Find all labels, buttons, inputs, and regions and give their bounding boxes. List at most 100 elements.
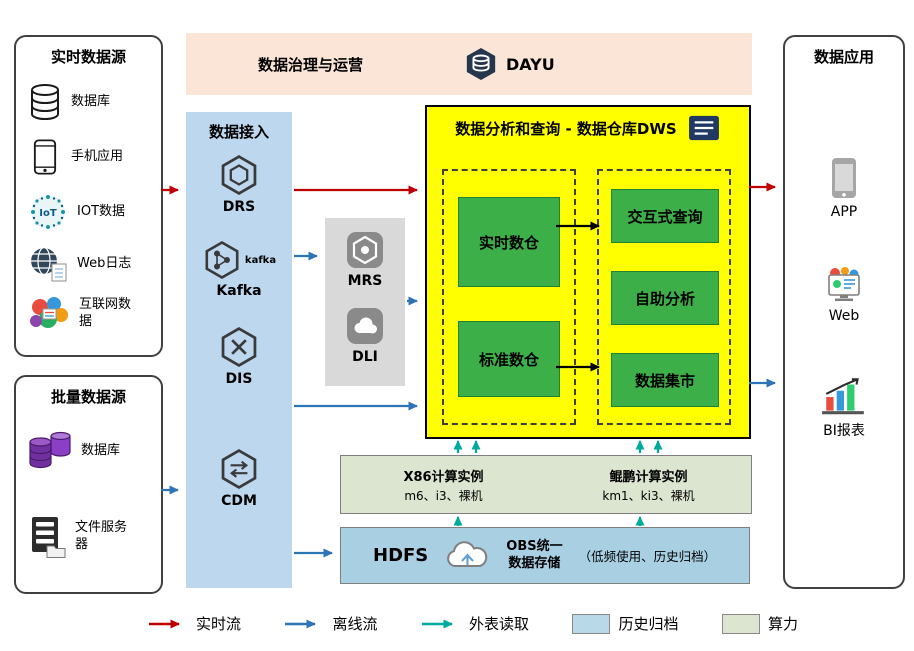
history-archive-swatch xyxy=(572,613,611,634)
dws-title: 数据分析和查询 - 数据仓库DWS xyxy=(455,119,677,138)
file-server-icon xyxy=(28,515,66,559)
compute-bar: X86计算实例 m6、i3、裸机 鲲鹏计算实例 km1、ki3、裸机 xyxy=(340,455,752,514)
realtime-sources-panel: 实时数据源 数据库 手机应用 IoT IOT数据 Web日志 xyxy=(14,35,163,357)
legend-item-realtime: 实时流 xyxy=(148,613,241,634)
governance-bar: 数据治理与运营 DAYU xyxy=(186,33,752,95)
source-item-label: 文件服务器 xyxy=(75,520,128,552)
source-item-database: 数据库 xyxy=(28,80,154,124)
drs-icon xyxy=(218,154,260,196)
dws-analysis-group: 交互式查询 自助分析 数据集市 xyxy=(597,169,731,425)
module-label: 数据集市 xyxy=(634,371,695,390)
bi-chart-icon xyxy=(820,375,868,417)
web-browser-icon xyxy=(820,265,868,305)
compute-x86-title: X86计算实例 xyxy=(403,469,484,485)
applications-panel: 数据应用 APP Web BI报表 xyxy=(783,35,905,589)
middleware-item-mrs: MRS xyxy=(325,230,405,289)
database-icon xyxy=(28,83,62,121)
compute-kunpeng-title: 鲲鹏计算实例 xyxy=(609,469,688,485)
source-item-label: 互联网数据 xyxy=(79,297,132,329)
ingestion-column: 数据接入 DRS kafka Kafka DIS xyxy=(186,112,292,588)
application-item-web: Web xyxy=(785,265,903,324)
dws-warehouse-group: 实时数仓 标准数仓 xyxy=(442,169,576,425)
legend-item-external-read: 外表读取 xyxy=(421,613,529,634)
legend-label: 离线流 xyxy=(332,615,378,633)
red-arrow-icon xyxy=(148,618,188,630)
source-item-label: 数据库 xyxy=(81,442,121,458)
ingestion-item-label: DIS xyxy=(225,371,253,387)
obs-line2: 数据存储 xyxy=(508,555,561,571)
obs-label: OBS统一 数据存储 xyxy=(506,539,562,572)
module-label: 交互式查询 xyxy=(627,207,703,226)
middleware-item-dli: DLI xyxy=(325,306,405,365)
globe-document-icon xyxy=(28,245,68,283)
dayu-product: DAYU xyxy=(464,46,555,82)
module-self-service-analysis: 自助分析 xyxy=(611,271,719,325)
legend: 实时流 离线流 外表读取 历史归档 算力 xyxy=(148,613,798,634)
svg-text:IoT: IoT xyxy=(39,208,57,219)
phone-icon xyxy=(28,137,62,177)
internet-data-icon xyxy=(28,295,70,333)
ingestion-item-label: Kafka xyxy=(216,283,262,299)
source-item-mobile-app: 手机应用 xyxy=(28,135,154,179)
compute-x86: X86计算实例 m6、i3、裸机 xyxy=(341,456,546,513)
legend-item-history-archive: 历史归档 xyxy=(572,613,678,634)
dayu-icon xyxy=(464,46,498,82)
application-item-app: APP xyxy=(785,155,903,220)
ingestion-item-kafka: kafka Kafka xyxy=(186,240,292,299)
smartphone-icon xyxy=(829,155,859,201)
governance-title: 数据治理与运营 xyxy=(258,56,364,74)
kafka-wordmark: kafka xyxy=(244,254,277,266)
ingestion-item-drs: DRS xyxy=(186,154,292,215)
application-item-bi: BI报表 xyxy=(785,375,903,440)
source-item-label: IOT数据 xyxy=(77,203,126,219)
module-standard-warehouse: 标准数仓 xyxy=(458,321,560,397)
dws-box: 数据分析和查询 - 数据仓库DWS 实时数仓 标准数仓 交互式查询 自助分析 数… xyxy=(425,105,751,439)
source-item-label: 手机应用 xyxy=(71,148,124,164)
legend-item-compute: 算力 xyxy=(721,613,798,634)
middleware-item-label: DLI xyxy=(352,349,378,365)
application-item-label: Web xyxy=(828,308,860,324)
hdfs-label: HDFS xyxy=(373,545,429,566)
ingestion-item-label: DRS xyxy=(222,199,256,215)
source-item-file-server: 文件服务器 xyxy=(28,515,154,559)
middleware-box: MRS DLI xyxy=(325,218,405,386)
compute-x86-models: m6、i3、裸机 xyxy=(404,488,483,503)
source-item-label: Web日志 xyxy=(77,255,132,271)
applications-title: 数据应用 xyxy=(813,48,874,66)
obs-cloud-icon xyxy=(444,539,490,573)
storage-bar: HDFS OBS统一 数据存储 （低频使用、历史归档） xyxy=(340,527,750,584)
legend-label: 实时流 xyxy=(196,615,242,633)
module-data-mart: 数据集市 xyxy=(611,353,719,407)
middleware-item-label: MRS xyxy=(347,273,383,289)
compute-kunpeng-models: km1、ki3、裸机 xyxy=(602,488,695,503)
iot-icon: IoT xyxy=(28,192,68,232)
module-label: 实时数仓 xyxy=(478,233,539,252)
source-item-batch-database: 数据库 xyxy=(28,429,154,473)
ingestion-item-cdm: CDM xyxy=(186,448,292,509)
database-stack-icon xyxy=(28,430,72,472)
batch-sources-title: 批量数据源 xyxy=(50,388,126,406)
source-item-internet-data: 互联网数据 xyxy=(28,292,154,336)
module-interactive-query: 交互式查询 xyxy=(611,189,719,243)
mrs-icon xyxy=(345,230,385,270)
legend-label: 外表读取 xyxy=(468,615,529,633)
ingestion-title: 数据接入 xyxy=(208,123,269,141)
dli-icon xyxy=(345,306,385,346)
module-label: 标准数仓 xyxy=(478,350,539,369)
application-item-label: APP xyxy=(830,204,858,220)
obs-line1: OBS统一 xyxy=(506,539,563,555)
legend-item-offline: 离线流 xyxy=(284,613,378,634)
source-item-label: 数据库 xyxy=(71,93,111,109)
kafka-icon xyxy=(202,240,242,280)
ingestion-item-label: CDM xyxy=(221,493,257,509)
source-item-web-log: Web日志 xyxy=(28,242,154,286)
application-item-label: BI报表 xyxy=(823,423,865,439)
compute-swatch xyxy=(721,613,760,634)
dayu-label: DAYU xyxy=(506,54,555,74)
module-label: 自助分析 xyxy=(634,289,695,308)
obs-note: （低频使用、历史归档） xyxy=(578,549,717,564)
legend-label: 历史归档 xyxy=(618,615,679,633)
dws-document-icon xyxy=(687,114,721,142)
realtime-sources-title: 实时数据源 xyxy=(50,48,126,66)
